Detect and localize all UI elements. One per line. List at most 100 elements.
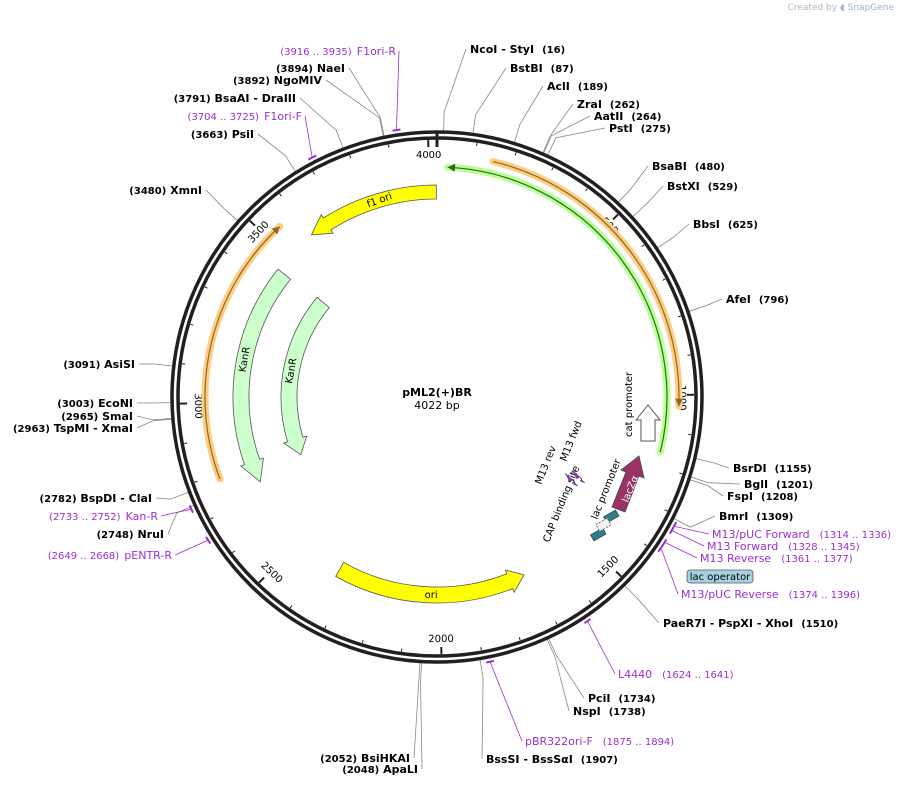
- restriction-site[interactable]: (3480) XmnI: [129, 184, 202, 197]
- site-name-part: TspMI: [54, 422, 90, 435]
- restriction-site[interactable]: FspI(1208): [727, 490, 798, 503]
- site-position: (3003): [57, 399, 94, 410]
- primer-label[interactable]: (2733 .. 2752) Kan-R: [49, 505, 158, 524]
- site-position: (1907): [581, 755, 618, 766]
- primer-leader-line: [396, 50, 400, 131]
- primer-range: (2733 .. 2752): [49, 512, 121, 523]
- restriction-site[interactable]: BglI(1201): [744, 478, 813, 491]
- primer-range: (1374 .. 1396): [789, 590, 861, 601]
- orf-arrowhead-green: [447, 163, 456, 172]
- site-position: (2048): [342, 765, 379, 776]
- kanr-outer-arrow[interactable]: [232, 268, 292, 483]
- tick-mark: [480, 647, 482, 651]
- tick-mark: [643, 543, 648, 546]
- plasmid-name: pML2(+)BR: [402, 386, 472, 399]
- tick-mark: [279, 193, 282, 197]
- cap-site-box[interactable]: [590, 527, 607, 542]
- primer-leader-line: [664, 541, 698, 559]
- restriction-site[interactable]: (2052) BsiHKAI: [320, 752, 410, 765]
- restriction-site[interactable]: (2748) NruI: [97, 528, 164, 541]
- restriction-site[interactable]: BsrDI(1155): [733, 462, 812, 475]
- f1-ori-arrow[interactable]: [310, 184, 437, 236]
- site-leader-line: [420, 661, 423, 770]
- restriction-site[interactable]: BssSI - BssSαI(1907): [486, 753, 618, 766]
- site-name-part: BsaBI: [652, 160, 687, 173]
- site-position: (1208): [761, 492, 798, 503]
- restriction-site[interactable]: PaeR7I - PspXI - XhoI(1510): [663, 617, 838, 630]
- primer-range: (2649 .. 2668): [48, 551, 120, 562]
- site-position: (1738): [609, 707, 646, 718]
- site-name-part: BmrI: [719, 510, 748, 523]
- site-name-part: XmnI: [170, 184, 202, 197]
- site-leader-line: [155, 491, 190, 500]
- site-position: (16): [542, 45, 565, 56]
- primer-mark: [583, 618, 592, 624]
- primer-leader-line: [673, 525, 710, 535]
- restriction-site[interactable]: (3791) BsaAI - DraIII: [174, 92, 296, 105]
- cat-promoter-arrow[interactable]: [634, 404, 662, 442]
- credit-prefix: Created by: [787, 3, 838, 13]
- restriction-site[interactable]: (3091) AsiSI: [63, 358, 135, 371]
- restriction-site[interactable]: (2782) BspDI - ClaI: [40, 492, 152, 505]
- site-leader-line: [689, 476, 741, 485]
- site-leader-line: [694, 457, 730, 469]
- restriction-site[interactable]: NcoI - StyI(16): [470, 43, 565, 56]
- restriction-site[interactable]: (2048) ApaLI: [342, 763, 418, 776]
- primer-label[interactable]: pBR322ori-F(1875 .. 1894): [525, 735, 674, 748]
- restriction-site[interactable]: (2965) SmaI: [61, 410, 133, 423]
- site-leader-line: [138, 363, 174, 367]
- primer-label[interactable]: M13/pUC Reverse(1374 .. 1396): [681, 588, 860, 601]
- primer-leader-line: [660, 547, 679, 595]
- restriction-site[interactable]: BsaBI(480): [652, 160, 725, 173]
- restriction-site[interactable]: BmrI(1309): [719, 510, 793, 523]
- restriction-site[interactable]: BbsI(625): [693, 218, 758, 231]
- site-name-part: XhoI: [765, 617, 793, 630]
- restriction-site[interactable]: (3663) PsiI: [191, 128, 254, 141]
- site-leader-line: [546, 638, 570, 712]
- restriction-site[interactable]: AfeI(796): [726, 293, 789, 306]
- site-name-part: -: [116, 492, 128, 505]
- m13-rev-arrow[interactable]: [564, 472, 579, 487]
- site-leader-line: [687, 298, 723, 313]
- tick-mark: [361, 639, 364, 644]
- primer-label[interactable]: (3916 .. 3935) F1ori-R: [280, 40, 396, 59]
- primer-label[interactable]: (2649 .. 2668) pENTR-R: [48, 544, 173, 563]
- restriction-site[interactable]: NspI(1738): [573, 705, 646, 718]
- restriction-site[interactable]: (3894) NaeI: [276, 62, 345, 75]
- site-name-part: BspDI: [80, 492, 116, 505]
- primer-label[interactable]: (3704 .. 3725) F1ori-F: [188, 105, 302, 124]
- restriction-site[interactable]: AatII(264): [594, 110, 661, 123]
- lacza-arrow[interactable]: [611, 455, 645, 513]
- ori-arrow[interactable]: [335, 561, 525, 604]
- lac-operator-site[interactable]: [595, 517, 612, 532]
- primer-name: M13 Reverse: [700, 552, 771, 565]
- tick-mark: [194, 480, 198, 483]
- primer-label[interactable]: L4440(1624 .. 1641): [618, 668, 734, 681]
- restriction-site[interactable]: AclI(189): [547, 80, 608, 93]
- primer-name: pENTR-R: [124, 549, 172, 562]
- site-leader-line: [542, 103, 574, 155]
- primer-label[interactable]: M13 Reverse(1361 .. 1377): [700, 552, 853, 565]
- restriction-site[interactable]: PciI(1734): [588, 692, 655, 705]
- site-name-part: BssSI: [486, 753, 520, 766]
- primer-label[interactable]: M13 Forward(1328 .. 1345): [707, 540, 860, 553]
- tick-mark: [641, 244, 645, 248]
- restriction-site[interactable]: (3892) NgoMIV: [233, 74, 323, 87]
- restriction-site[interactable]: ZraI(262): [577, 98, 640, 111]
- tick-mark: [324, 625, 327, 629]
- tick-label: 3000: [192, 393, 204, 419]
- restriction-site[interactable]: PstI(275): [609, 122, 671, 135]
- restriction-site[interactable]: (3003) EcoNI: [57, 397, 133, 410]
- site-position: (625): [728, 220, 758, 231]
- orf-line-green: [447, 166, 668, 453]
- restriction-site[interactable]: BstXI(529): [667, 180, 738, 193]
- m13-fwd-arrow[interactable]: [571, 469, 586, 484]
- restriction-site[interactable]: BstBI(87): [510, 62, 574, 75]
- restriction-site[interactable]: (2963) TspMI - XmaI: [13, 422, 133, 435]
- primer-label[interactable]: M13/pUC Forward(1314 .. 1336): [712, 528, 891, 541]
- site-leader-line: [656, 223, 690, 249]
- kanr-inner-arrow[interactable]: [280, 296, 330, 456]
- tick-label: 2000: [428, 634, 454, 645]
